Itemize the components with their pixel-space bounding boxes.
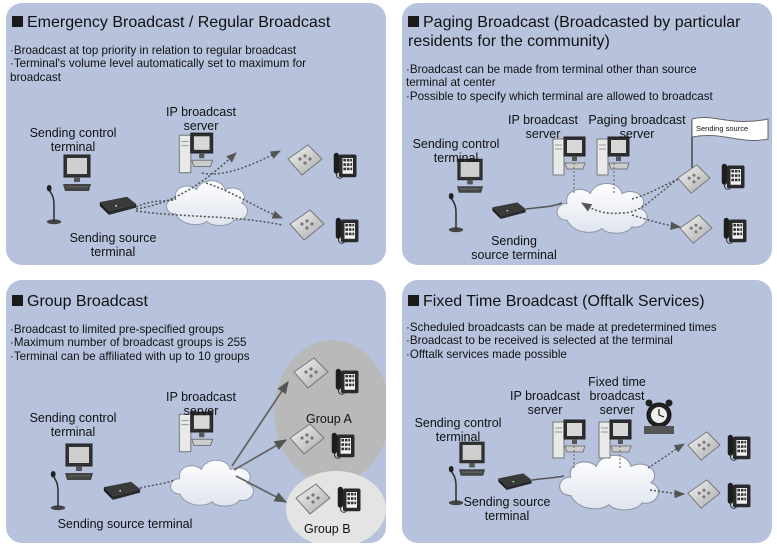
group-b-label: Group B: [304, 522, 351, 536]
panel-title-text: Fixed Time Broadcast (Offtalk Services): [423, 293, 705, 310]
phone-icon: [727, 434, 751, 461]
network-cloud-icon: [170, 459, 255, 507]
paging-network-diagram: [448, 116, 769, 244]
panel-fixed-time-broadcast: Fixed Time Broadcast (Offtalk Services) …: [402, 280, 772, 543]
emergency-network-diagram: [46, 132, 359, 244]
sending-source-label: Sending source terminal: [471, 234, 557, 262]
sending-control-label: Sending control terminal: [29, 411, 117, 439]
fixed-time-server-icon: [598, 419, 632, 459]
microphone-icon: [46, 184, 62, 226]
panel-title-text: Paging Broadcast (Broadcasted by particu…: [408, 14, 741, 50]
paging-server-icon: [596, 136, 630, 176]
panel-title-text: Group Broadcast: [27, 293, 148, 310]
sending-source-label: Sending source terminal: [57, 517, 193, 531]
sending-source-box-icon: [103, 481, 141, 500]
sending-control-label: Sending control terminal: [29, 126, 117, 154]
ip-server-label: IP broadcast server: [510, 389, 580, 417]
sending-source-box-icon: [498, 473, 532, 490]
sending-control-pc-icon: [64, 443, 94, 481]
terminal-device-icon: [687, 479, 721, 509]
ip-server-icon: [552, 136, 586, 176]
terminal-device-icon: [287, 144, 323, 176]
fixed-time-network-diagram: [448, 399, 751, 511]
ip-server-icon: [178, 411, 214, 453]
group-a-label: Group A: [306, 412, 352, 426]
fixed-time-server-label: Fixed time broadcast server: [588, 375, 646, 417]
sending-control-pc-icon: [62, 154, 92, 192]
sending-control-label: Sending control terminal: [412, 137, 500, 165]
sending-source-flag-icon: [691, 116, 769, 142]
sending-source-box-icon: [492, 202, 526, 219]
phone-icon: [335, 217, 359, 244]
title-square-bullet: [408, 295, 419, 306]
sending-source-label: Sending source terminal: [463, 495, 551, 523]
paging-server-label: Paging broadcast server: [588, 113, 686, 141]
terminal-device-icon: [687, 431, 721, 461]
phone-icon: [723, 217, 747, 244]
alarm-clock-icon: [644, 399, 674, 434]
ip-server-label: IP broadcast server: [508, 113, 578, 141]
panel-title-text: Emergency Broadcast / Regular Broadcast: [27, 14, 331, 31]
ip-server-icon: [178, 132, 214, 174]
phone-icon: [727, 482, 751, 509]
panel-group-broadcast: Group Broadcast ·Broadcast to limited pr…: [6, 280, 386, 543]
phone-icon: [721, 163, 745, 190]
panel-title: Paging Broadcast (Broadcasted by particu…: [408, 13, 741, 51]
sending-source-label: Sending source terminal: [69, 231, 157, 259]
ip-server-label: IP broadcast server: [166, 390, 236, 418]
flag-label: Sending source: [696, 124, 749, 133]
microphone-icon: [50, 470, 66, 512]
sending-control-pc-icon: [458, 441, 486, 477]
sending-source-box-icon: [99, 196, 137, 215]
panel-description: ·Broadcast to limited pre-specified grou…: [10, 323, 250, 363]
title-square-bullet: [12, 295, 23, 306]
microphone-icon: [448, 193, 464, 233]
terminal-device-icon: [677, 164, 711, 194]
ip-server-icon: [552, 419, 586, 459]
panel-title: Group Broadcast: [12, 292, 148, 311]
panel-title: Emergency Broadcast / Regular Broadcast: [12, 13, 330, 32]
panel-description: ·Scheduled broadcasts can be made at pre…: [406, 321, 717, 361]
panel-description: ·Broadcast can be made from terminal oth…: [406, 63, 713, 103]
phone-icon: [333, 152, 357, 179]
network-cloud-icon: [165, 180, 249, 227]
panel-description: ·Broadcast at top priority in relation t…: [10, 44, 307, 84]
panel-emergency-broadcast: Emergency Broadcast / Regular Broadcast …: [6, 3, 386, 265]
group-network-diagram: [50, 340, 386, 543]
network-cloud-icon: [556, 182, 648, 234]
terminal-device-icon: [289, 209, 325, 241]
title-square-bullet: [12, 16, 23, 27]
panel-title: Fixed Time Broadcast (Offtalk Services): [408, 292, 705, 311]
ip-server-label: IP broadcast server: [166, 105, 236, 133]
title-square-bullet: [408, 16, 419, 27]
panel-paging-broadcast: Paging Broadcast (Broadcasted by particu…: [402, 3, 772, 265]
terminal-device-icon: [679, 214, 713, 244]
sending-control-label: Sending control terminal: [414, 416, 502, 444]
